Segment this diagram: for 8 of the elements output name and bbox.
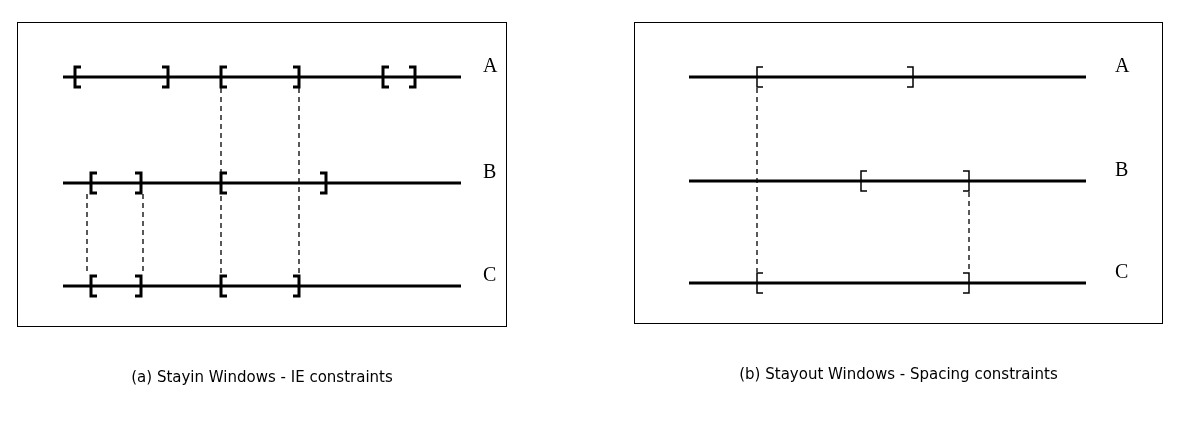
row-label: A [483, 54, 498, 77]
row-label: C [1115, 260, 1129, 283]
panel-caption: (a) Stayin Windows - IE constraints [130, 368, 394, 386]
panel-caption: (b) Stayout Windows - Spacing constraints [738, 365, 1059, 383]
row-label: B [1115, 158, 1129, 181]
row-label: C [483, 263, 497, 286]
row-label: A [1115, 54, 1130, 77]
row-label: B [483, 160, 497, 183]
